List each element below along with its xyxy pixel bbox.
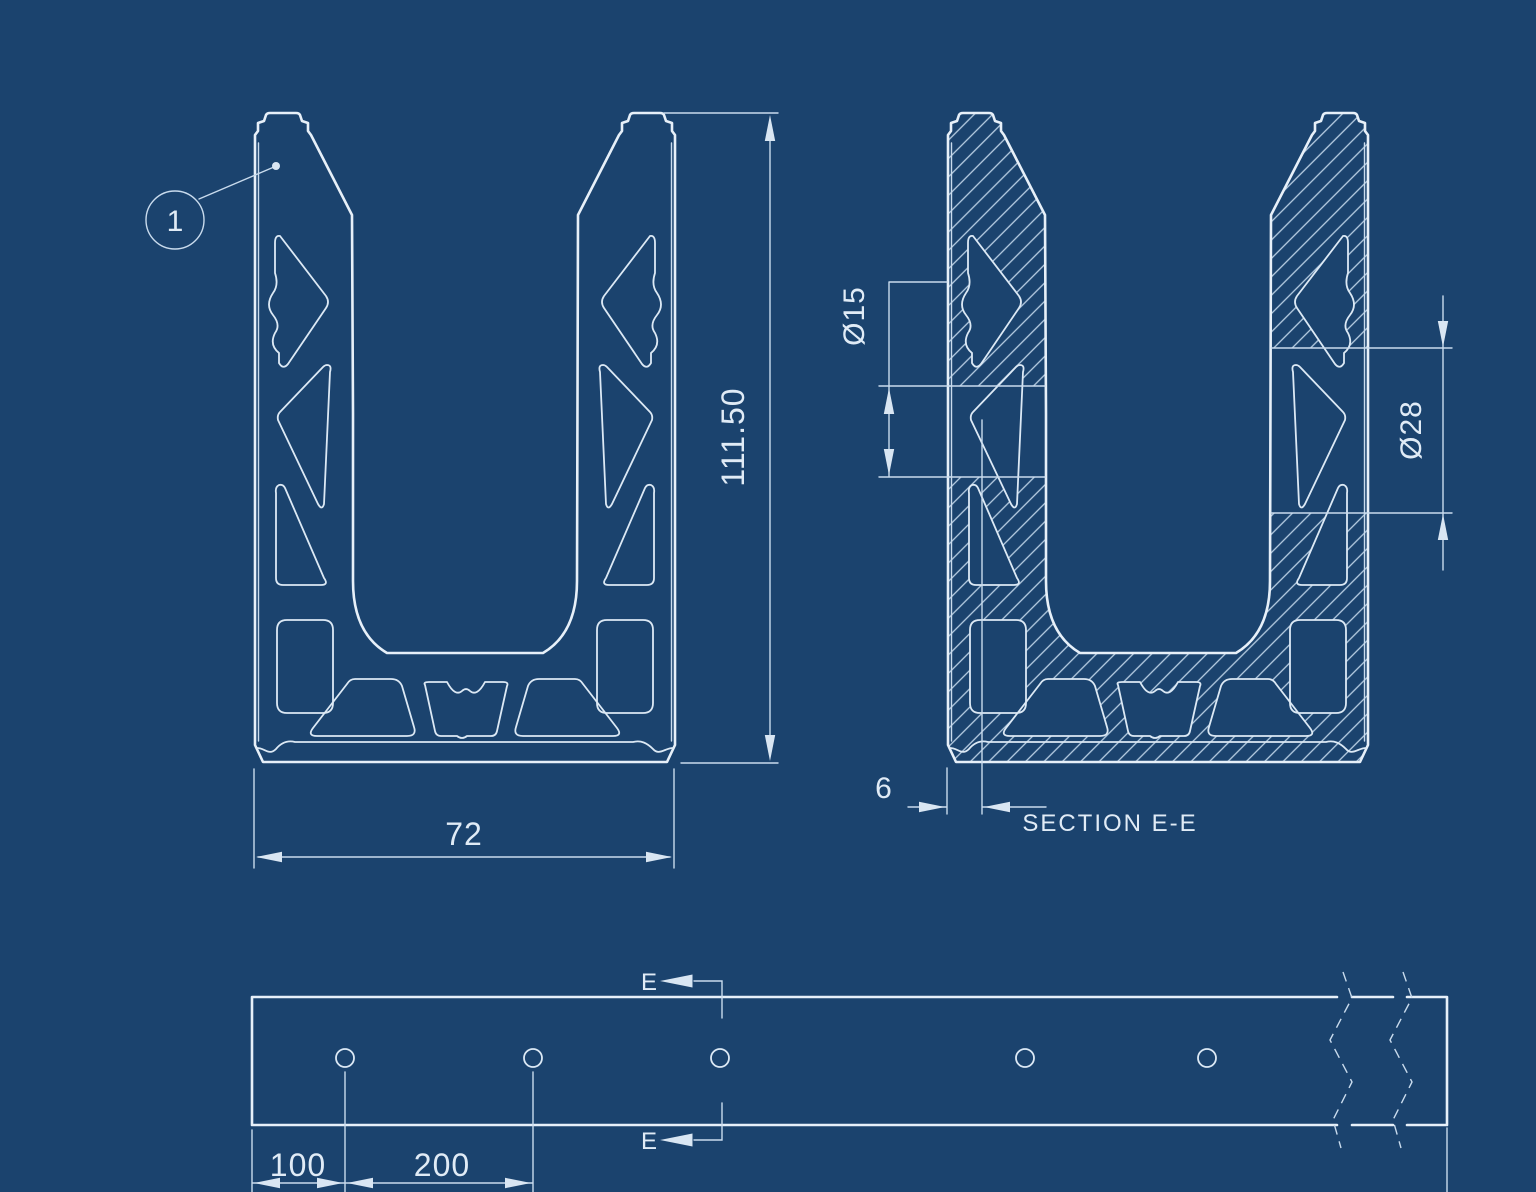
- dimension-dia15: Ø15: [838, 281, 951, 478]
- front-view-foot-contour: [256, 740, 674, 753]
- dimension-wall-thickness: 6: [875, 419, 1047, 815]
- cut-label-bottom: E: [641, 1128, 657, 1155]
- spacing-200-label: 200: [414, 1147, 470, 1183]
- side-view: [250, 971, 1449, 1149]
- section-view: [946, 111, 1370, 765]
- cut-label-top: E: [641, 969, 657, 996]
- front-view-cutouts: [269, 236, 661, 738]
- height-dim-label: 111.50: [715, 387, 751, 486]
- balloon-leader-dot: [272, 162, 280, 170]
- balloon-callout: 1: [145, 162, 280, 250]
- bar-outline-right: [1350, 995, 1449, 1127]
- bore-tangent-lines: [947, 347, 1369, 514]
- hole-3: [710, 1048, 730, 1068]
- balloon-number: 1: [167, 205, 184, 238]
- dimension-height: 111.50: [663, 112, 779, 764]
- front-view-wall-edges: [257, 142, 673, 742]
- hole-4: [1015, 1048, 1035, 1068]
- hole-2: [523, 1048, 543, 1068]
- section-hatching: [946, 111, 1370, 765]
- balloon-circle: [145, 190, 205, 250]
- bar-outline: [250, 995, 1339, 1127]
- dia15-label: Ø15: [838, 286, 871, 346]
- break-line-left: [1329, 971, 1353, 1149]
- front-view-profile-outline: [253, 111, 677, 764]
- section-cut-marks: E E: [641, 969, 723, 1155]
- wall-thickness-label: 6: [875, 772, 893, 805]
- dimension-dia28: Ø28: [1367, 295, 1453, 571]
- spacing-100-label: 100: [270, 1147, 326, 1183]
- dimension-width: 72: [253, 768, 675, 869]
- dimension-hole-spacing: 100 200: [251, 1071, 1448, 1192]
- hole-5: [1197, 1048, 1217, 1068]
- section-title: SECTION E-E: [1022, 810, 1197, 837]
- mounting-holes: [335, 1048, 1217, 1068]
- break-line-right: [1389, 971, 1413, 1149]
- hole-1: [335, 1048, 355, 1068]
- dia28-label: Ø28: [1395, 400, 1428, 460]
- balloon-leader-line: [198, 166, 275, 200]
- front-view: [253, 111, 677, 764]
- width-dim-label: 72: [445, 816, 483, 852]
